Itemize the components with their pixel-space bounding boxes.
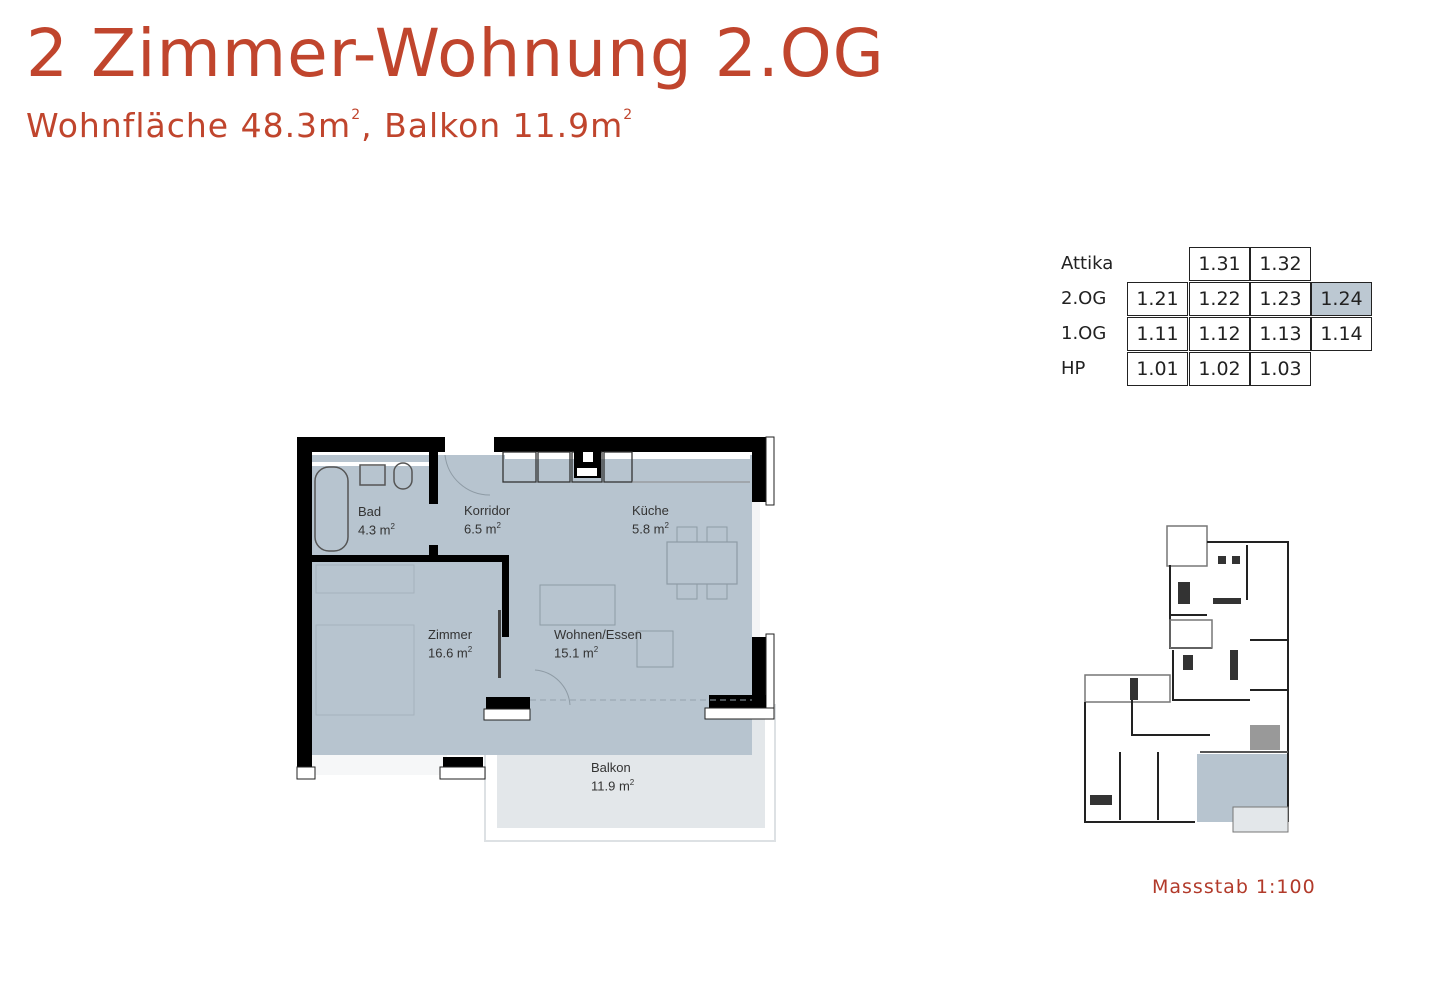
floor-label-hp: HP <box>1061 358 1086 379</box>
page-subtitle: Wohnfläche 48.3m2, Balkon 11.9m2 <box>26 94 633 147</box>
superscript: 2 <box>351 107 362 123</box>
unit-cell[interactable]: 1.23 <box>1250 282 1311 316</box>
scale-label: Massstab 1:100 <box>1152 876 1316 898</box>
unit-cell[interactable]: 1.32 <box>1250 247 1311 281</box>
unit-cell[interactable]: 1.12 <box>1189 317 1250 351</box>
unit-cell[interactable]: 1.31 <box>1189 247 1250 281</box>
superscript: 2 <box>623 107 634 123</box>
floor-label-1og: 1.OG <box>1061 323 1107 344</box>
unit-cell[interactable]: 1.14 <box>1311 317 1372 351</box>
unit-cell[interactable]: 1.01 <box>1127 352 1188 386</box>
balcony-area-text: , Balkon 11.9m <box>361 106 624 145</box>
unit-cell[interactable]: 1.13 <box>1250 317 1311 351</box>
living-area-text: Wohnfläche 48.3m <box>26 106 352 145</box>
floor-label-attika: Attika <box>1061 253 1114 274</box>
unit-cell[interactable]: 1.22 <box>1189 282 1250 316</box>
unit-cell-selected[interactable]: 1.24 <box>1311 282 1372 316</box>
unit-cell[interactable]: 1.21 <box>1127 282 1188 316</box>
unit-cell[interactable]: 1.02 <box>1189 352 1250 386</box>
floor-label-2og: 2.OG <box>1061 288 1107 309</box>
page-title: 2 Zimmer-Wohnung 2.OG <box>26 15 885 92</box>
unit-cell[interactable]: 1.11 <box>1127 317 1188 351</box>
unit-cell[interactable]: 1.03 <box>1250 352 1311 386</box>
